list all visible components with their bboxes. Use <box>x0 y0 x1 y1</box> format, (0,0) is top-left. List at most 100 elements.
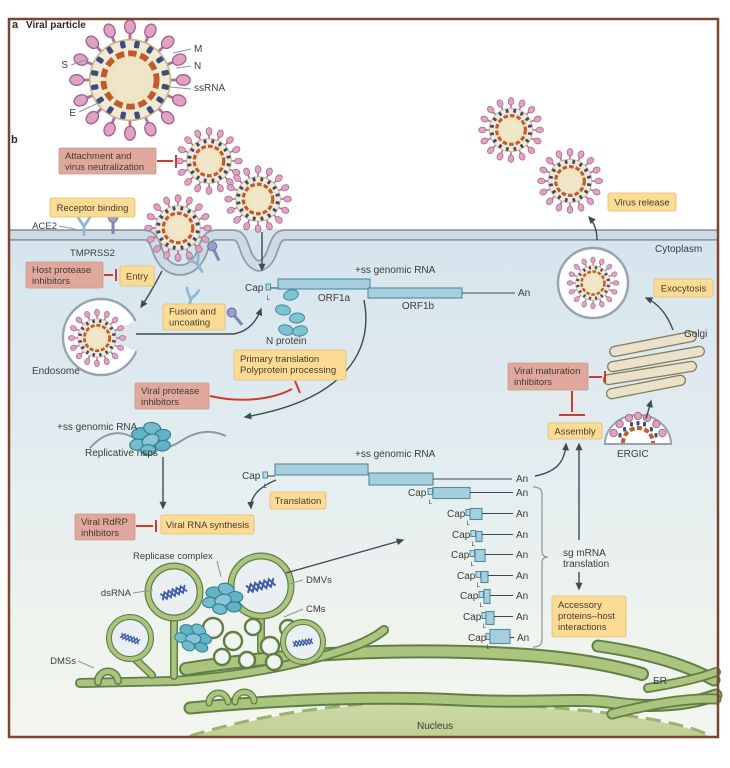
virion-attaching <box>176 128 243 195</box>
inhibit-entry <box>104 269 117 281</box>
polya-label: An <box>518 288 530 299</box>
virion-released-2 <box>538 149 603 214</box>
inhibit-attachment <box>157 155 177 168</box>
cms-label: CMs <box>306 604 326 615</box>
cap-label: Cap <box>408 488 427 499</box>
host-protease-label-2: inhibitors <box>32 276 70 287</box>
receptor-binding-label: Receptor binding <box>57 203 129 214</box>
cap-leader-label: L <box>471 561 475 568</box>
primary-translation-box: Primary translation Polyprotein processi… <box>233 349 347 381</box>
translation-label: Translation <box>275 496 322 507</box>
dsrna-label: dsRNA <box>101 588 132 599</box>
endosome-label: Endosome <box>32 366 80 377</box>
sg-mrna-bracket <box>532 486 549 648</box>
virion-in-endosome <box>68 309 125 366</box>
primary-translation-label-1: Primary translation <box>240 354 319 365</box>
sg-mrna-translation-label-1: sg mRNA <box>563 548 606 559</box>
polya-label: An <box>516 591 528 602</box>
golgi-label: Golgi <box>684 329 707 340</box>
virus-release-box: Virus release <box>607 192 677 212</box>
polya-label: An <box>516 571 528 582</box>
translation-box: Translation <box>269 491 327 510</box>
primary-translation-label-2: Polyprotein processing <box>240 365 336 376</box>
accessory-proteins-box: Accessory proteins–host interactions <box>551 595 627 638</box>
orf1b-bar <box>367 287 463 299</box>
sg-mrna-row: Cap L An <box>460 588 528 609</box>
orf1a-bar <box>274 463 369 476</box>
genomic-rna-label: +ss genomic RNA <box>57 422 138 433</box>
rdrp-label-1: Viral RdRP <box>81 517 128 528</box>
cytoplasm-label: Cytoplasm <box>655 244 702 255</box>
arrow-ergic-to-golgi <box>645 399 653 420</box>
replicative-nsps-group: +ss genomic RNA Replicative nsps <box>57 417 227 460</box>
arrow-genome-to-assembly <box>534 442 570 477</box>
orf1b-bar <box>368 472 434 486</box>
cap-leader-label: L <box>477 582 481 589</box>
viral-rna-synthesis-label: Viral RNA synthesis <box>166 520 249 531</box>
sg-mrna-ladder: Cap L An Cap L An Cap L An Cap L An Cap <box>408 486 609 651</box>
inhibit-polyprotein-processing <box>209 380 301 401</box>
virion-endocytosed <box>145 195 212 262</box>
viral-protease-label-2: inhibitors <box>141 397 179 408</box>
polya-label: An <box>516 612 528 623</box>
tmprss2-label: TMPRSS2 <box>70 248 115 259</box>
cap-label: Cap <box>463 612 482 623</box>
arrow-virus-release <box>588 215 598 241</box>
cap-leader-label: L <box>480 602 484 609</box>
nucleus-label: Nucleus <box>417 721 453 732</box>
panel-a-title: Viral particle <box>26 20 86 31</box>
figure-border <box>7 17 720 739</box>
virion-released-1 <box>479 98 544 163</box>
inhibitor-boxes: Attachment and virus neutralization Host… <box>25 147 589 541</box>
fusion-label-2: uncoating <box>169 318 210 329</box>
exocytosis-label: Exocytosis <box>661 284 707 295</box>
maturation-label-2: inhibitors <box>514 377 552 388</box>
genomic-rna-label: +ss genomic RNA <box>355 449 436 460</box>
ergic-label: ERGIC <box>617 449 649 460</box>
ssrna-label: ssRNA <box>194 83 225 94</box>
cap-leader-label: L <box>483 623 487 630</box>
membrane-protein-label: M <box>194 44 202 55</box>
sg-mrna-row: Cap L An <box>452 530 528 548</box>
assembly-box: Assembly <box>547 422 603 440</box>
polya-label: An <box>516 530 528 541</box>
replicase-complex-label: Replicase complex <box>133 551 213 562</box>
exocytosis-box: Exocytosis <box>653 278 714 298</box>
panel-b-letter: b <box>11 134 18 146</box>
sg-mrna-row: Cap L An <box>408 486 528 506</box>
cap-label: Cap <box>457 571 476 582</box>
cap-leader-label: L <box>429 499 433 506</box>
accessory-label-3: interactions <box>558 622 607 633</box>
host-protease-label-1: Host protease <box>32 265 91 276</box>
cap-leader-label: L <box>487 644 491 651</box>
entry-box: Entry <box>119 265 155 287</box>
inhibit-assembly <box>559 391 585 416</box>
inhibit-rna-synthesis <box>136 520 157 532</box>
dmvs-label: DMVs <box>306 575 332 586</box>
cap-label: Cap <box>460 591 479 602</box>
receptor-binding-box: Receptor binding <box>49 197 136 218</box>
virion-fusing <box>225 166 292 233</box>
cap-leader-label: L <box>472 541 476 548</box>
er-label: ER <box>653 676 667 687</box>
inhibit-maturation-golgi <box>589 371 606 383</box>
orf1b-label: ORF1b <box>402 301 435 312</box>
cap-label: Cap <box>451 550 470 561</box>
nucleus <box>189 699 711 738</box>
n-protein-label: N protein <box>266 336 307 347</box>
inhibition-lines <box>104 155 606 532</box>
genomic-rna-2: Cap L An +ss genomic RNA <box>242 449 528 490</box>
polya-label: An <box>516 488 528 499</box>
budding-virion-membrane <box>621 426 655 444</box>
cap-label: Cap <box>468 633 487 644</box>
fusion-label-1: Fusion and <box>169 307 216 318</box>
replicase-complex-membranes <box>75 552 389 688</box>
orf1a-bar <box>277 278 371 290</box>
cap-label: Cap <box>245 283 264 294</box>
attachment-label-2: virus neutralization <box>65 162 144 173</box>
ace2-label: ACE2 <box>32 221 57 232</box>
ergic <box>603 411 673 445</box>
cap-leader-label: L <box>267 295 271 302</box>
